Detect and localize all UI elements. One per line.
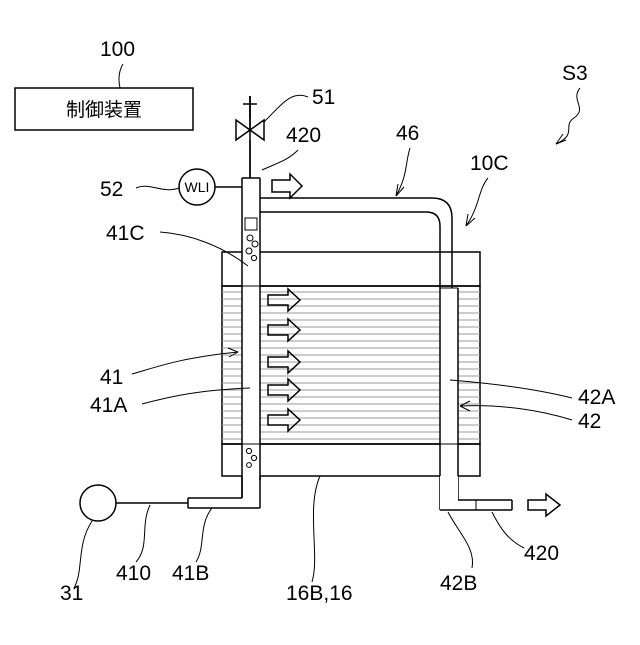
leader-41b (196, 508, 212, 562)
manifold-top-ref: 41C (106, 222, 145, 245)
leader-52 (136, 186, 179, 189)
inlet-port-41b (188, 476, 260, 508)
leader-420 (492, 512, 524, 548)
inlet-port-ref: 41B (172, 562, 209, 585)
inlet-manifold-41 (242, 178, 260, 500)
controller-ref: 100 (100, 38, 135, 61)
leader-46-arrowhead (396, 184, 404, 196)
outlet-manifold-ref: 42 (578, 410, 601, 433)
stack-ref: 10C (470, 152, 509, 175)
leader-42b (448, 512, 473, 568)
wli-label: WLI (185, 179, 210, 195)
outlet-pipe-ref-label: 420 (524, 542, 559, 565)
stack-flow-arrow (268, 409, 300, 431)
leader-41c1 (262, 150, 298, 170)
outlet-port-42b (440, 476, 512, 510)
pump-ref: 31 (60, 582, 83, 605)
flow-arrow-outlet (528, 494, 560, 516)
inlet-manifold-ref: 41 (100, 366, 123, 389)
leader-31 (74, 521, 92, 588)
upper-pipe-46 (260, 198, 452, 288)
sensor-ref: 52 (100, 178, 123, 201)
outlet-manifold-part-ref: 42A (578, 386, 615, 409)
leader-10c (466, 178, 488, 226)
leader-51 (264, 95, 308, 122)
outlet-pipe-41c1 (236, 96, 264, 178)
valve-ref: 51 (312, 86, 335, 109)
leader-16b (312, 476, 320, 582)
end-plate-ref: 16B,16 (286, 582, 353, 605)
controller-box: 制御装置 (15, 88, 193, 130)
inlet-manifold-part-ref: 41A (90, 394, 127, 417)
controller-label: 制御装置 (66, 99, 142, 121)
leader-s3 (556, 88, 580, 144)
stack-flow-arrows (268, 289, 300, 431)
pump-31 (80, 485, 116, 521)
system-label: S3 (562, 62, 588, 85)
inlet-pipe-ref: 410 (116, 562, 151, 585)
leader-10c-arrowhead (466, 214, 475, 226)
outlet-port-ref: 42B (440, 572, 477, 595)
stack-flow-arrow (268, 319, 300, 341)
upper-pipe-ref: 46 (396, 122, 419, 145)
leader-410 (136, 505, 150, 562)
flow-arrow-top (272, 174, 302, 198)
outlet-pipe-ref: 420 (286, 124, 321, 147)
water-level-indicator: WLI (179, 169, 242, 205)
leader-41c (160, 232, 248, 266)
leader-100 (119, 64, 123, 88)
